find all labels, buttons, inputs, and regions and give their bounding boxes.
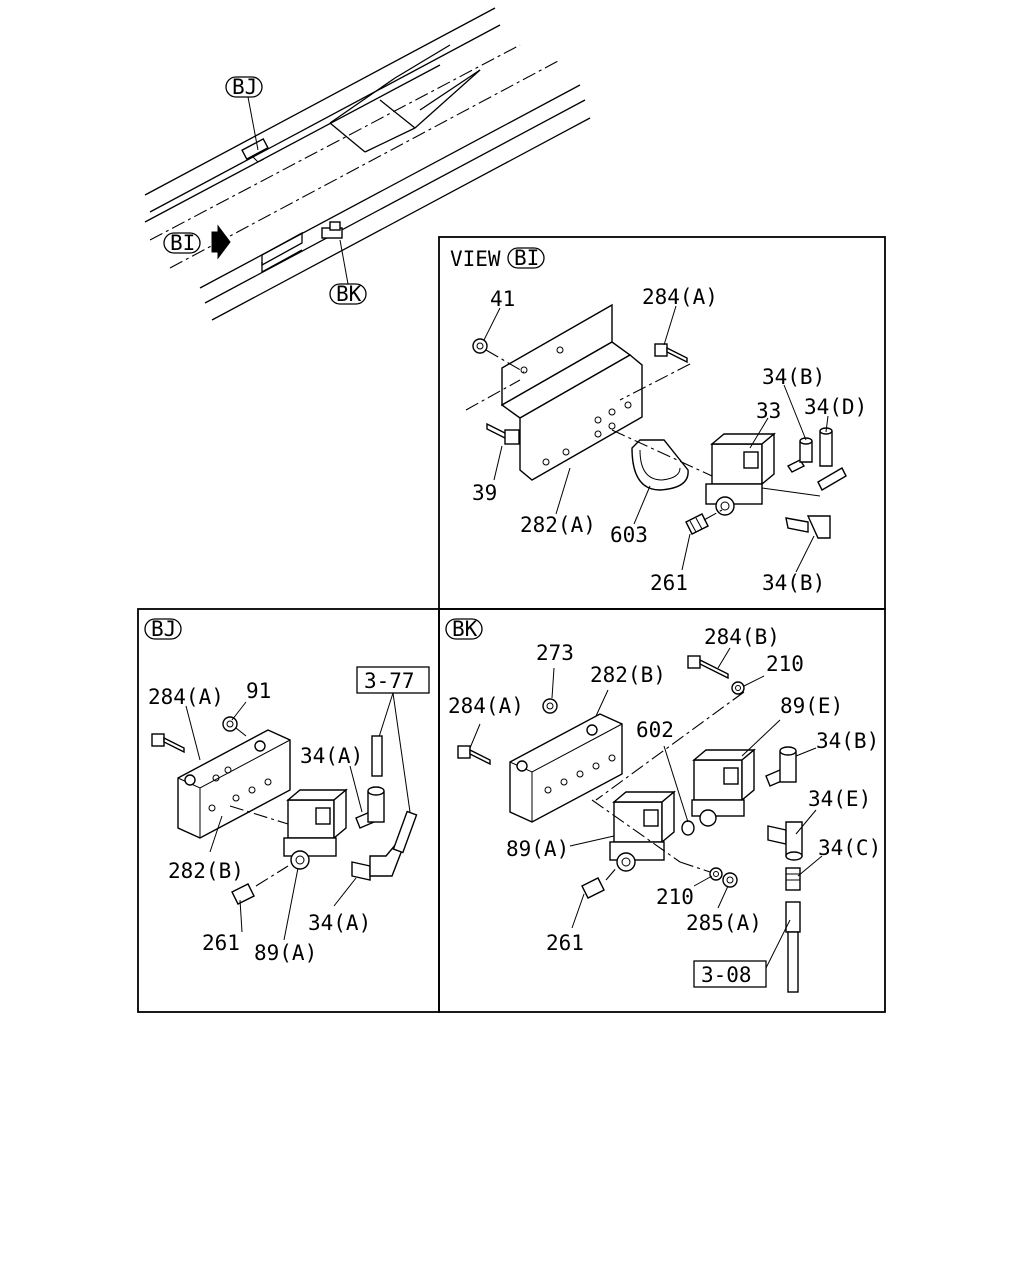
label-89e: 89(E) (780, 694, 843, 718)
callout-bk[interactable]: BK (329, 239, 367, 306)
label-34b: 34(B) (816, 729, 879, 753)
label-34c: 34(C) (818, 836, 881, 860)
label-34a-top: 34(A) (300, 744, 363, 768)
label-34b-top: 34(B) (762, 365, 825, 389)
view-bi-title-tag: BI (514, 246, 539, 270)
callout-bi-label: BI (170, 231, 195, 255)
label-284a: 284(A) (642, 285, 718, 309)
callout-bk-label: BK (336, 282, 362, 306)
label-89a: 89(A) (506, 837, 569, 861)
callout-bj-label: BJ (232, 75, 257, 99)
label-261: 261 (650, 571, 688, 595)
label-33: 33 (756, 399, 781, 423)
label-34b-bottom: 34(B) (762, 571, 825, 595)
label-261: 261 (202, 931, 240, 955)
label-210-bottom: 210 (656, 885, 694, 909)
view-direction-arrow-icon (211, 224, 231, 260)
label-273: 273 (536, 641, 574, 665)
callout-bj[interactable]: BJ (225, 75, 263, 151)
label-282b: 282(B) (590, 663, 666, 687)
label-41: 41 (490, 287, 515, 311)
panel-bk-tag: BK (452, 617, 478, 641)
label-261: 261 (546, 931, 584, 955)
label-602: 602 (636, 718, 674, 742)
label-284a: 284(A) (148, 685, 224, 709)
label-603: 603 (610, 523, 648, 547)
label-34e: 34(E) (808, 787, 871, 811)
label-89a: 89(A) (254, 941, 317, 965)
label-34a-bottom: 34(A) (308, 911, 371, 935)
label-210-top: 210 (766, 652, 804, 676)
view-bi-title-prefix: VIEW (450, 247, 501, 271)
ref-box-3-08-label: 3-08 (701, 963, 752, 987)
label-282b: 282(B) (168, 859, 244, 883)
label-282a: 282(A) (520, 513, 596, 537)
panel-bk: BK (445, 617, 881, 993)
callout-bi[interactable]: BI (163, 224, 231, 260)
panel-bj-tag: BJ (151, 617, 176, 641)
panel-bj: BJ 3-77 (144, 617, 430, 965)
label-285a: 285(A) (686, 911, 762, 935)
panel-view-bi: VIEW BI (450, 246, 867, 595)
ref-box-3-77-label: 3-77 (364, 669, 415, 693)
label-34d: 34(D) (804, 395, 867, 419)
label-91: 91 (246, 679, 271, 703)
ref-box-3-08[interactable] (693, 960, 767, 988)
chassis-overview (144, 7, 591, 321)
panel-bk-frame (438, 608, 886, 1013)
label-39: 39 (472, 481, 497, 505)
label-284a: 284(A) (448, 694, 524, 718)
label-284b: 284(B) (704, 625, 780, 649)
